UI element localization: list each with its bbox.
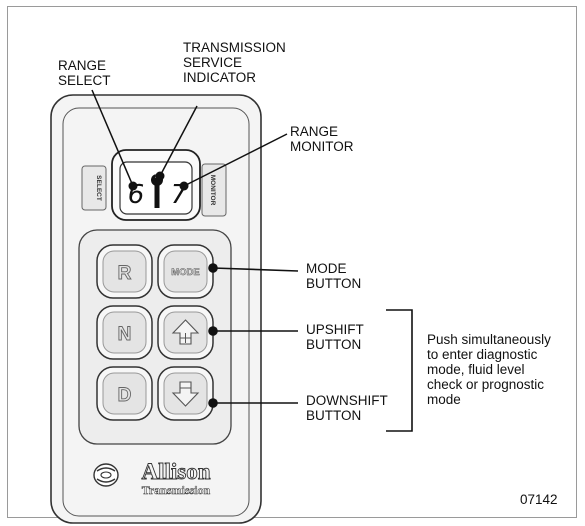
brand-sub: Transmission — [142, 483, 211, 497]
figure-number: 07142 — [520, 492, 558, 507]
keypad-inner-bezel — [62, 107, 250, 517]
range-select-leader — [91, 89, 138, 191]
mode-key[interactable] — [157, 244, 214, 299]
brand-name: Allison — [141, 459, 210, 484]
d-key[interactable] — [96, 366, 153, 421]
monitor-side-plate — [201, 163, 227, 217]
range-monitor-callout: RANGE MONITOR — [290, 124, 354, 154]
r-key[interactable] — [96, 244, 153, 299]
bracket — [386, 309, 413, 432]
figure-frame — [7, 6, 577, 518]
select-side-plate — [81, 165, 107, 211]
mode-button-leader — [208, 263, 299, 273]
down-arrow-icon — [171, 381, 200, 407]
allison-logo-icon — [93, 463, 119, 487]
r-key-label: R — [118, 263, 132, 284]
d-key-label: D — [118, 385, 132, 406]
mode-button-callout: MODE BUTTON — [306, 261, 362, 291]
range-monitor-leader — [179, 133, 288, 191]
upshift-button-callout: UPSHIFT BUTTON — [306, 322, 364, 352]
range-select-digit: 6 — [128, 180, 145, 210]
up-arrow-icon — [171, 319, 200, 345]
mode-key-label: MODE — [171, 267, 200, 278]
simultaneous-press-note: Push simultaneously to enter diagnostic … — [427, 332, 551, 407]
service-indicator-leader — [155, 105, 198, 181]
range-monitor-digit: 7 — [171, 180, 188, 210]
range-select-callout: RANGE SELECT — [58, 58, 111, 88]
n-key-label: N — [118, 324, 132, 345]
n-key[interactable] — [96, 305, 153, 360]
monitor-side-label: MONITOR — [209, 175, 216, 206]
downshift-button-callout: DOWNSHIFT BUTTON — [306, 393, 388, 423]
select-side-label: SELECT — [95, 175, 102, 201]
service-indicator-callout: TRANSMISSION SERVICE INDICATOR — [183, 40, 286, 85]
